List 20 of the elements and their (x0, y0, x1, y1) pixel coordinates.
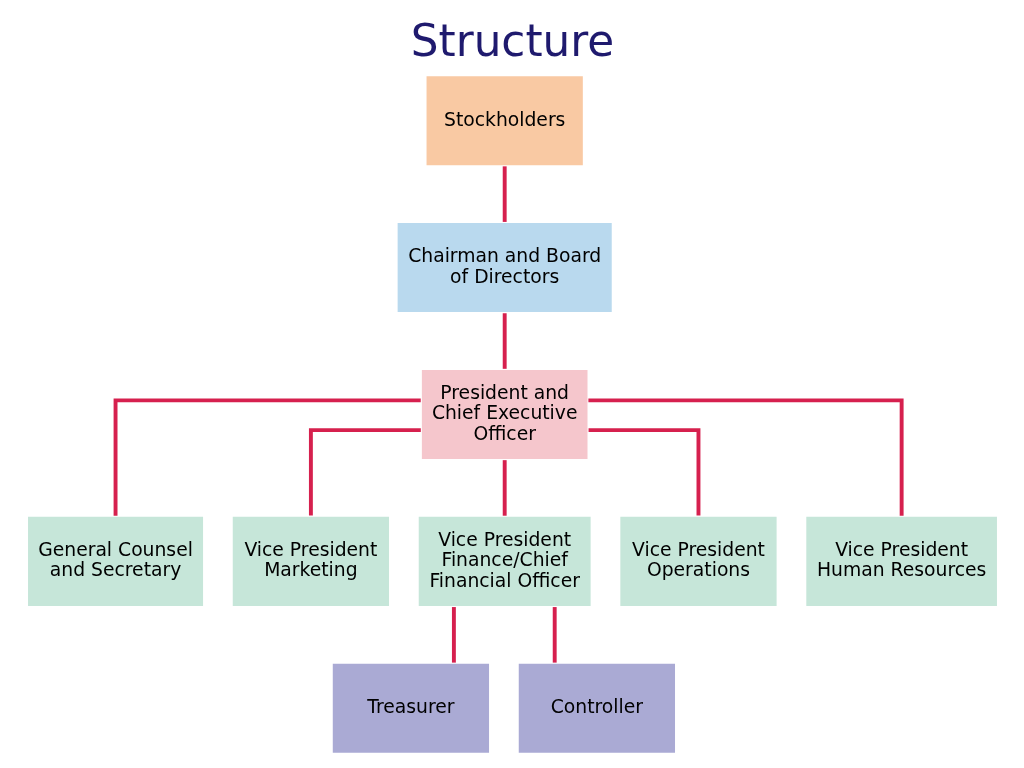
node-box: Treasurer (330, 662, 491, 755)
connector (502, 460, 507, 516)
connector (587, 398, 904, 516)
node-box: Vice President Marketing (230, 515, 391, 608)
node-box: Vice President Human Resources (804, 515, 999, 608)
node-box: Chairman and Board of Directors (395, 221, 613, 314)
node-box: Vice President Finance/Chief Financial Officer (416, 515, 592, 608)
connector (308, 428, 421, 516)
connector (451, 607, 456, 663)
node-box: General Counsel and Secretary (25, 515, 205, 608)
node-box: President and Chief Executive Officer (419, 368, 589, 461)
node-box: Stockholders (424, 74, 584, 167)
connector (552, 607, 557, 663)
connector (588, 428, 700, 516)
node-box: Vice President Operations (618, 515, 778, 608)
connector (113, 398, 421, 516)
connector (502, 313, 507, 369)
diagram-title: Structure (410, 14, 614, 66)
node-box: Controller (516, 662, 677, 755)
connector (502, 166, 507, 222)
